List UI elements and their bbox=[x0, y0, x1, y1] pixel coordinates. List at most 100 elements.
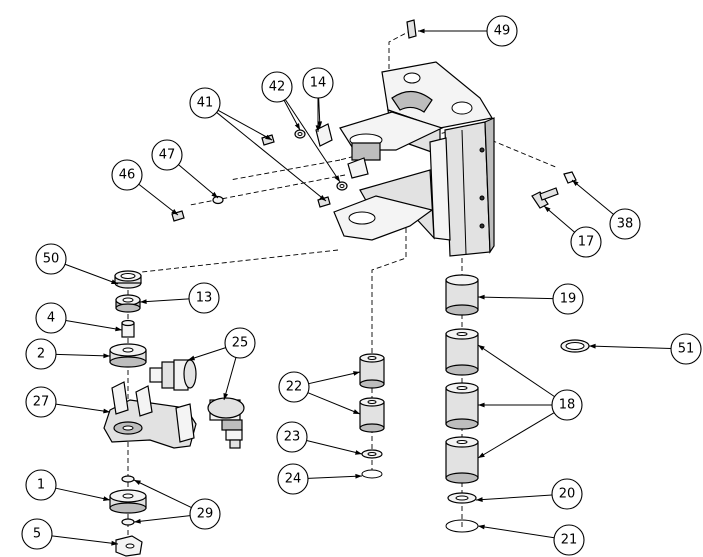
leader-arrowhead-14 bbox=[317, 121, 323, 128]
leader-arrowhead-4 bbox=[115, 326, 122, 332]
callout-label-13: 13 bbox=[196, 291, 213, 306]
leader-arrowhead-21 bbox=[478, 524, 485, 530]
leader-line-5 bbox=[51, 535, 119, 545]
leader-arrowhead-13 bbox=[140, 299, 147, 304]
callout-circle-13 bbox=[188, 282, 220, 314]
callout-balloon-1: 1 bbox=[25, 469, 57, 501]
callout-circle-20 bbox=[551, 478, 583, 510]
callout-balloon-27: 27 bbox=[25, 386, 57, 418]
leader-arrowhead-2 bbox=[103, 353, 110, 359]
callout-circle-18 bbox=[551, 389, 583, 421]
callout-balloon-14: 14 bbox=[302, 67, 334, 99]
callout-label-47: 47 bbox=[159, 148, 176, 163]
callout-label-14: 14 bbox=[310, 76, 327, 91]
main-frame-casting bbox=[333, 61, 495, 257]
yoke-assembly bbox=[103, 381, 197, 449]
leader-arrowhead-19 bbox=[478, 294, 485, 300]
leader-line-29 bbox=[133, 479, 192, 508]
callout-circle-22 bbox=[278, 371, 310, 403]
callout-label-2: 2 bbox=[37, 347, 45, 362]
leader-line-41 bbox=[216, 112, 327, 202]
callout-label-23: 23 bbox=[284, 430, 301, 445]
leader-line-51 bbox=[588, 345, 672, 350]
callout-circle-41 bbox=[189, 87, 221, 119]
leader-arrowhead-24 bbox=[355, 473, 362, 479]
leader-arrowhead-25 bbox=[188, 355, 195, 361]
callout-label-25: 25 bbox=[232, 336, 249, 351]
leader-line-19 bbox=[477, 296, 554, 300]
callout-label-41: 41 bbox=[197, 96, 214, 111]
callout-label-4: 4 bbox=[47, 311, 55, 326]
leader-line-50 bbox=[64, 263, 119, 285]
pulley-stack-left bbox=[109, 270, 147, 368]
leader-arrowhead-41 bbox=[319, 194, 326, 201]
callout-label-21: 21 bbox=[561, 533, 578, 548]
leader-arrowhead-29 bbox=[134, 480, 141, 486]
roller-assembly bbox=[149, 359, 245, 449]
callout-label-42: 42 bbox=[269, 80, 286, 95]
callout-circle-51 bbox=[670, 333, 702, 365]
leader-line-20 bbox=[475, 494, 553, 501]
bushing-stack-middle bbox=[359, 353, 385, 479]
leader-arrowhead-51 bbox=[589, 343, 596, 349]
callout-label-51: 51 bbox=[678, 342, 695, 357]
callout-label-19: 19 bbox=[560, 292, 577, 307]
leader-arrowhead-14 bbox=[315, 125, 321, 132]
callout-label-20: 20 bbox=[559, 487, 576, 502]
leader-arrowhead-5 bbox=[111, 540, 118, 546]
leader-arrowhead-42 bbox=[294, 123, 300, 130]
leader-line-27 bbox=[55, 403, 111, 413]
callout-balloon-41: 41 bbox=[189, 87, 221, 119]
leader-arrowhead-1 bbox=[103, 496, 110, 501]
leader-line-17 bbox=[543, 205, 575, 233]
callout-label-49: 49 bbox=[494, 24, 511, 39]
callout-circle-50 bbox=[35, 243, 67, 275]
leader-line-18 bbox=[477, 412, 555, 459]
callout-balloon-38: 38 bbox=[609, 208, 641, 240]
leader-arrowhead-27 bbox=[103, 408, 110, 414]
callout-circle-29 bbox=[189, 498, 221, 530]
leader-arrowhead-46 bbox=[171, 209, 178, 215]
pulley-stack-lower-left bbox=[109, 475, 147, 557]
callout-label-1: 1 bbox=[37, 478, 45, 493]
leader-line-2 bbox=[55, 353, 111, 357]
callout-circle-21 bbox=[553, 524, 585, 556]
callout-label-27: 27 bbox=[33, 395, 50, 410]
leader-line-13 bbox=[139, 298, 190, 303]
leader-arrowhead-18 bbox=[478, 402, 485, 408]
callout-circle-38 bbox=[609, 208, 641, 240]
callout-label-29: 29 bbox=[197, 507, 214, 522]
leader-line-25 bbox=[223, 357, 237, 401]
leader-line-23 bbox=[306, 440, 363, 455]
leader-arrowhead-22 bbox=[353, 409, 360, 414]
callout-circle-47 bbox=[151, 139, 183, 171]
leader-line-41 bbox=[217, 109, 273, 141]
callout-circle-46 bbox=[111, 159, 143, 191]
callout-circle-25 bbox=[224, 327, 256, 359]
callout-balloon-47: 47 bbox=[151, 139, 183, 171]
callout-leader-lines bbox=[51, 28, 672, 546]
leader-arrowhead-18 bbox=[478, 345, 485, 351]
callout-balloon-51: 51 bbox=[670, 333, 702, 365]
hardware-small-parts bbox=[171, 19, 577, 222]
callout-balloon-25: 25 bbox=[224, 327, 256, 359]
leader-line-25 bbox=[187, 347, 226, 361]
callout-balloon-49: 49 bbox=[486, 15, 518, 47]
callout-balloon-17: 17 bbox=[570, 226, 602, 258]
leader-line-21 bbox=[477, 525, 555, 539]
callout-balloon-21: 21 bbox=[553, 524, 585, 556]
callout-balloon-20: 20 bbox=[551, 478, 583, 510]
leader-line-47 bbox=[178, 164, 219, 199]
leader-arrowhead-22 bbox=[353, 371, 360, 376]
leader-arrowhead-17 bbox=[544, 206, 551, 213]
callout-balloon-4: 4 bbox=[35, 302, 67, 334]
callout-balloon-18: 18 bbox=[551, 389, 583, 421]
callout-circle-49 bbox=[486, 15, 518, 47]
callout-balloon-22: 22 bbox=[278, 371, 310, 403]
leader-arrowhead-38 bbox=[572, 180, 579, 187]
callout-balloon-24: 24 bbox=[277, 463, 309, 495]
callout-balloon-29: 29 bbox=[189, 498, 221, 530]
callout-label-17: 17 bbox=[578, 235, 595, 250]
